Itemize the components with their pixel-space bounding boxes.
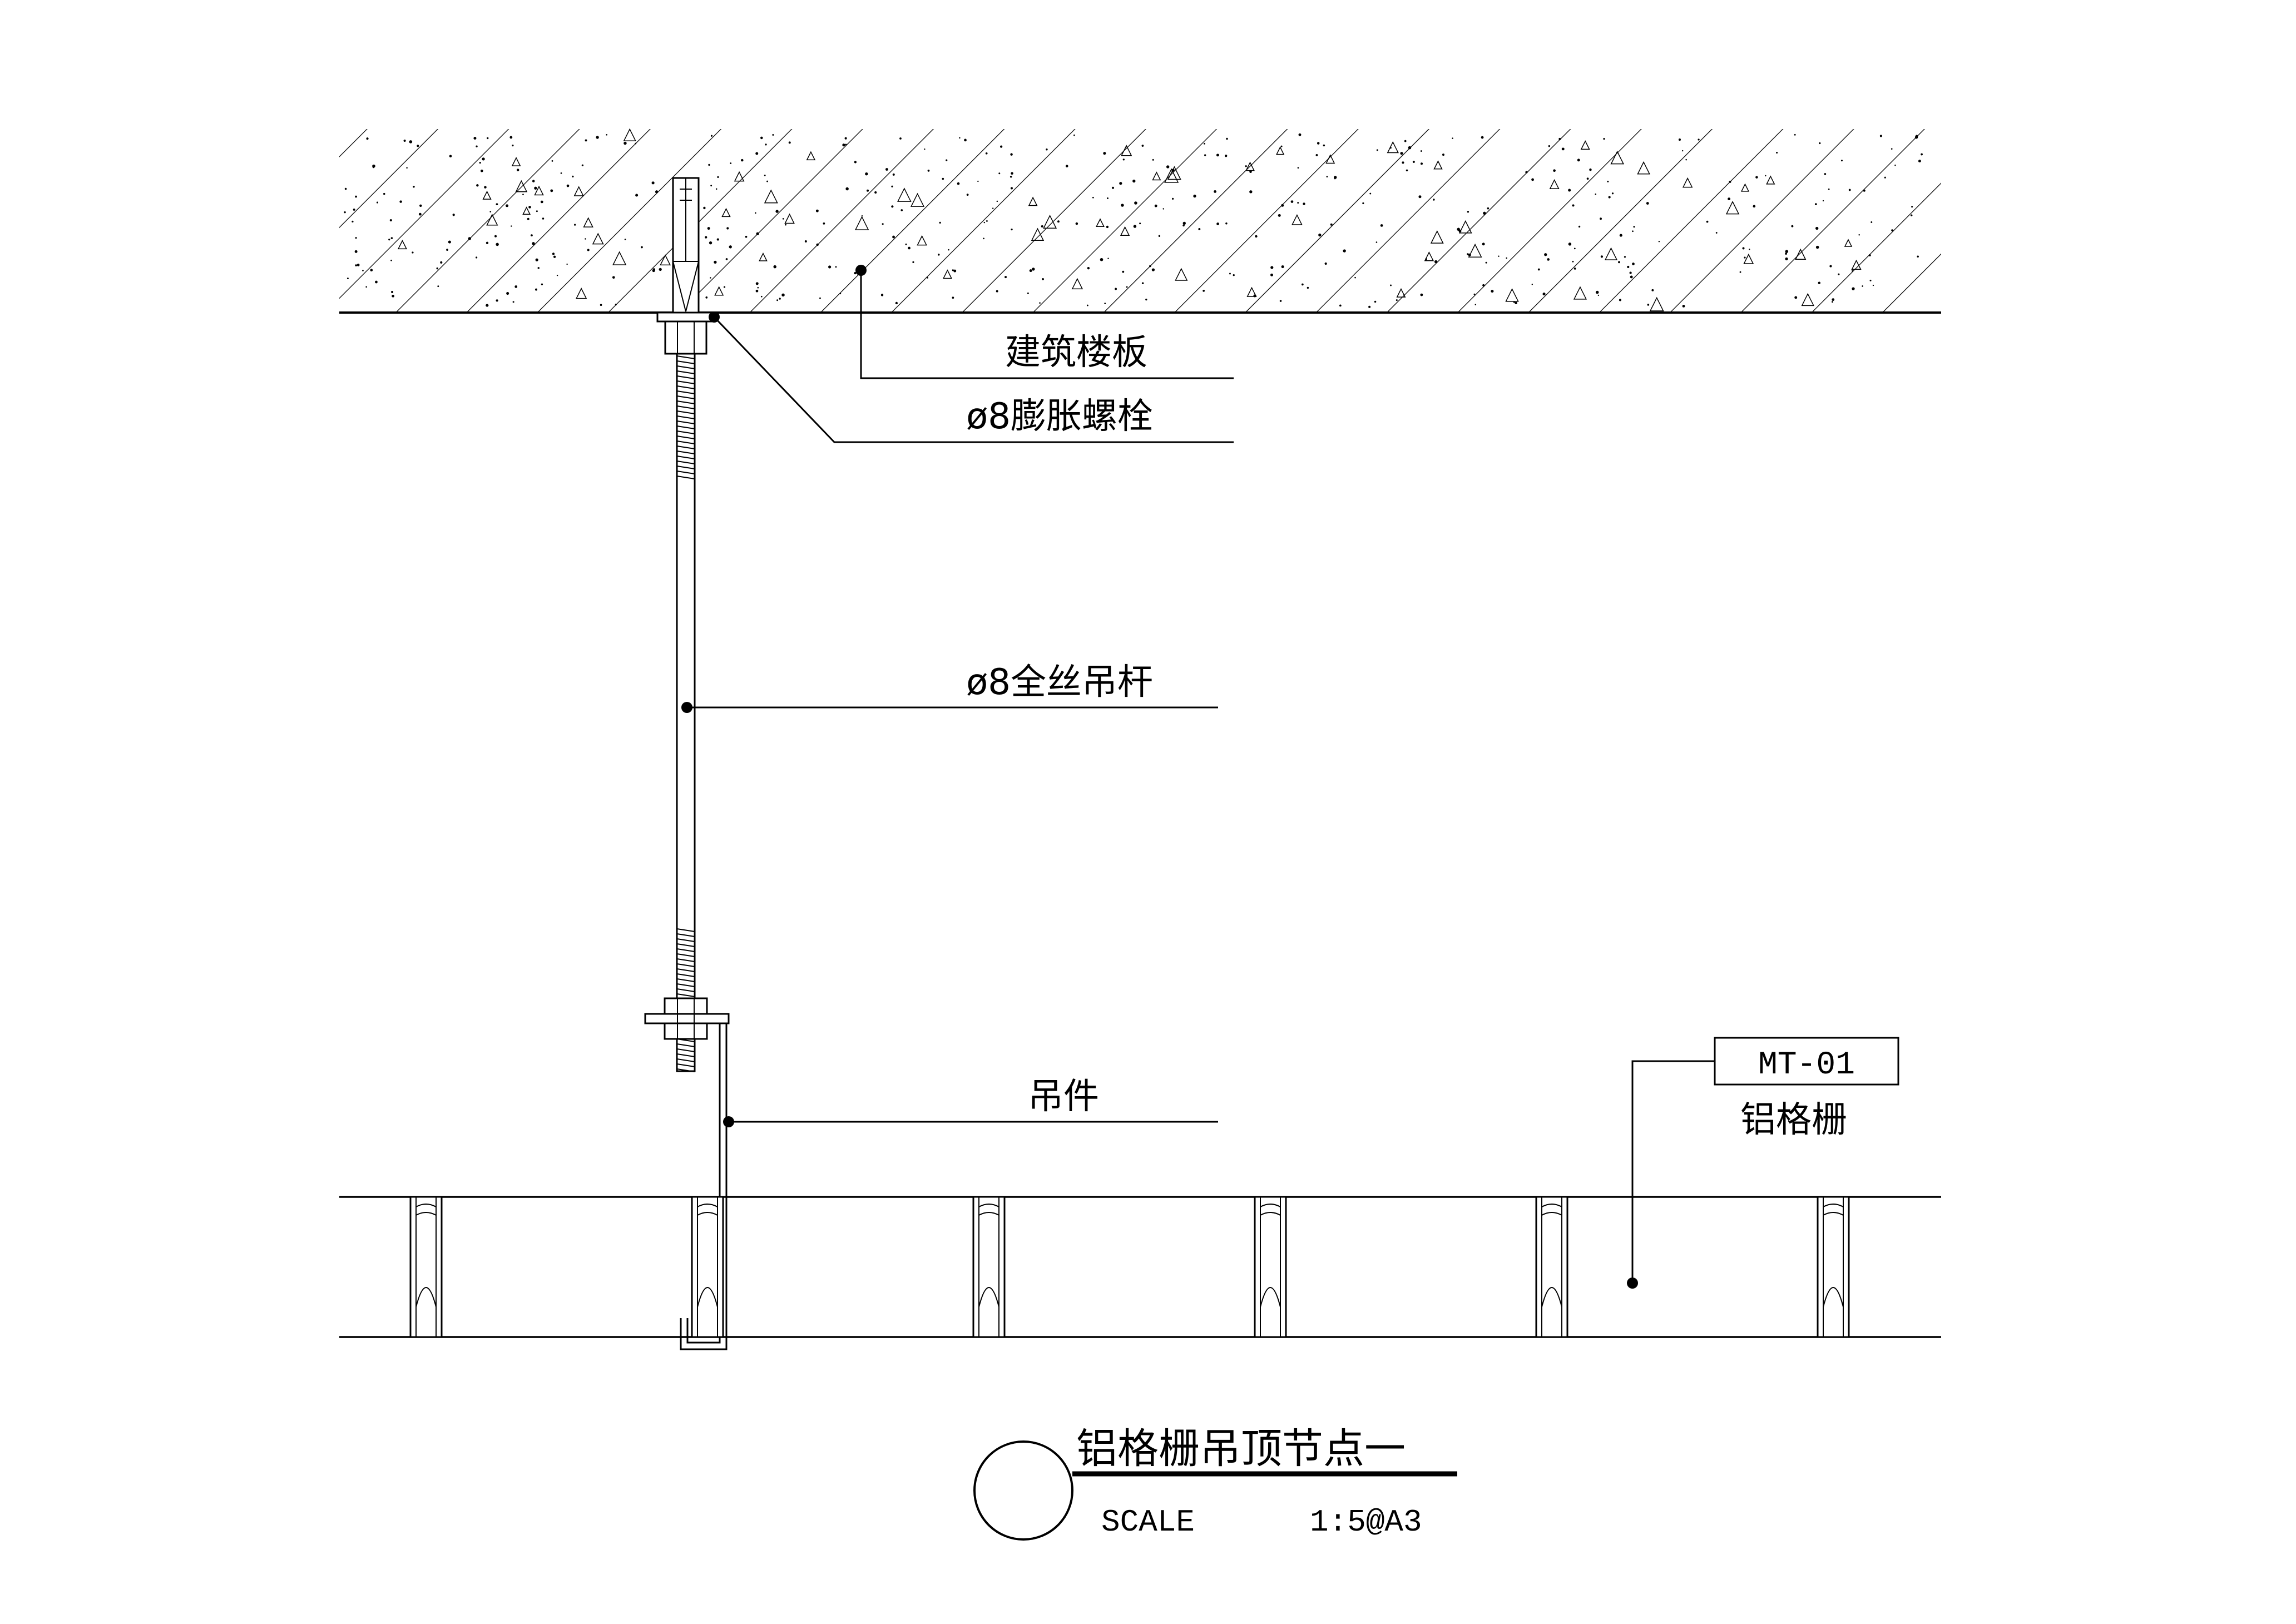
material-name-label: 铝格栅 [1740,1100,1847,1141]
leader-lines [681,265,1899,1289]
concrete-aggregate [344,128,1923,311]
grille-slats [409,1196,1850,1338]
aluminum-grille [339,1196,1941,1338]
threaded-rod-label: ø8全丝吊杆 [966,662,1153,703]
slab-label: 建筑楼板 [1005,332,1147,373]
expansion-bolt-label: ø8膨胀螺栓 [966,396,1153,437]
scale-label: SCALE [1101,1504,1195,1540]
rod-thread-top [676,355,695,479]
building-slab [339,128,1941,314]
title-block: 铝格栅吊顶节点一 SCALE 1:5@A3 [973,1425,1457,1541]
detail-title: 铝格栅吊顶节点一 [1076,1425,1406,1473]
threaded-rod [676,353,696,1072]
scale-value: 1:5@A3 [1310,1504,1422,1540]
hanger-label: 吊件 [1028,1076,1099,1117]
material-code-tag: MT-01 [1758,1047,1855,1083]
hanger-clip [644,997,730,1350]
expansion-bolt [656,177,715,355]
